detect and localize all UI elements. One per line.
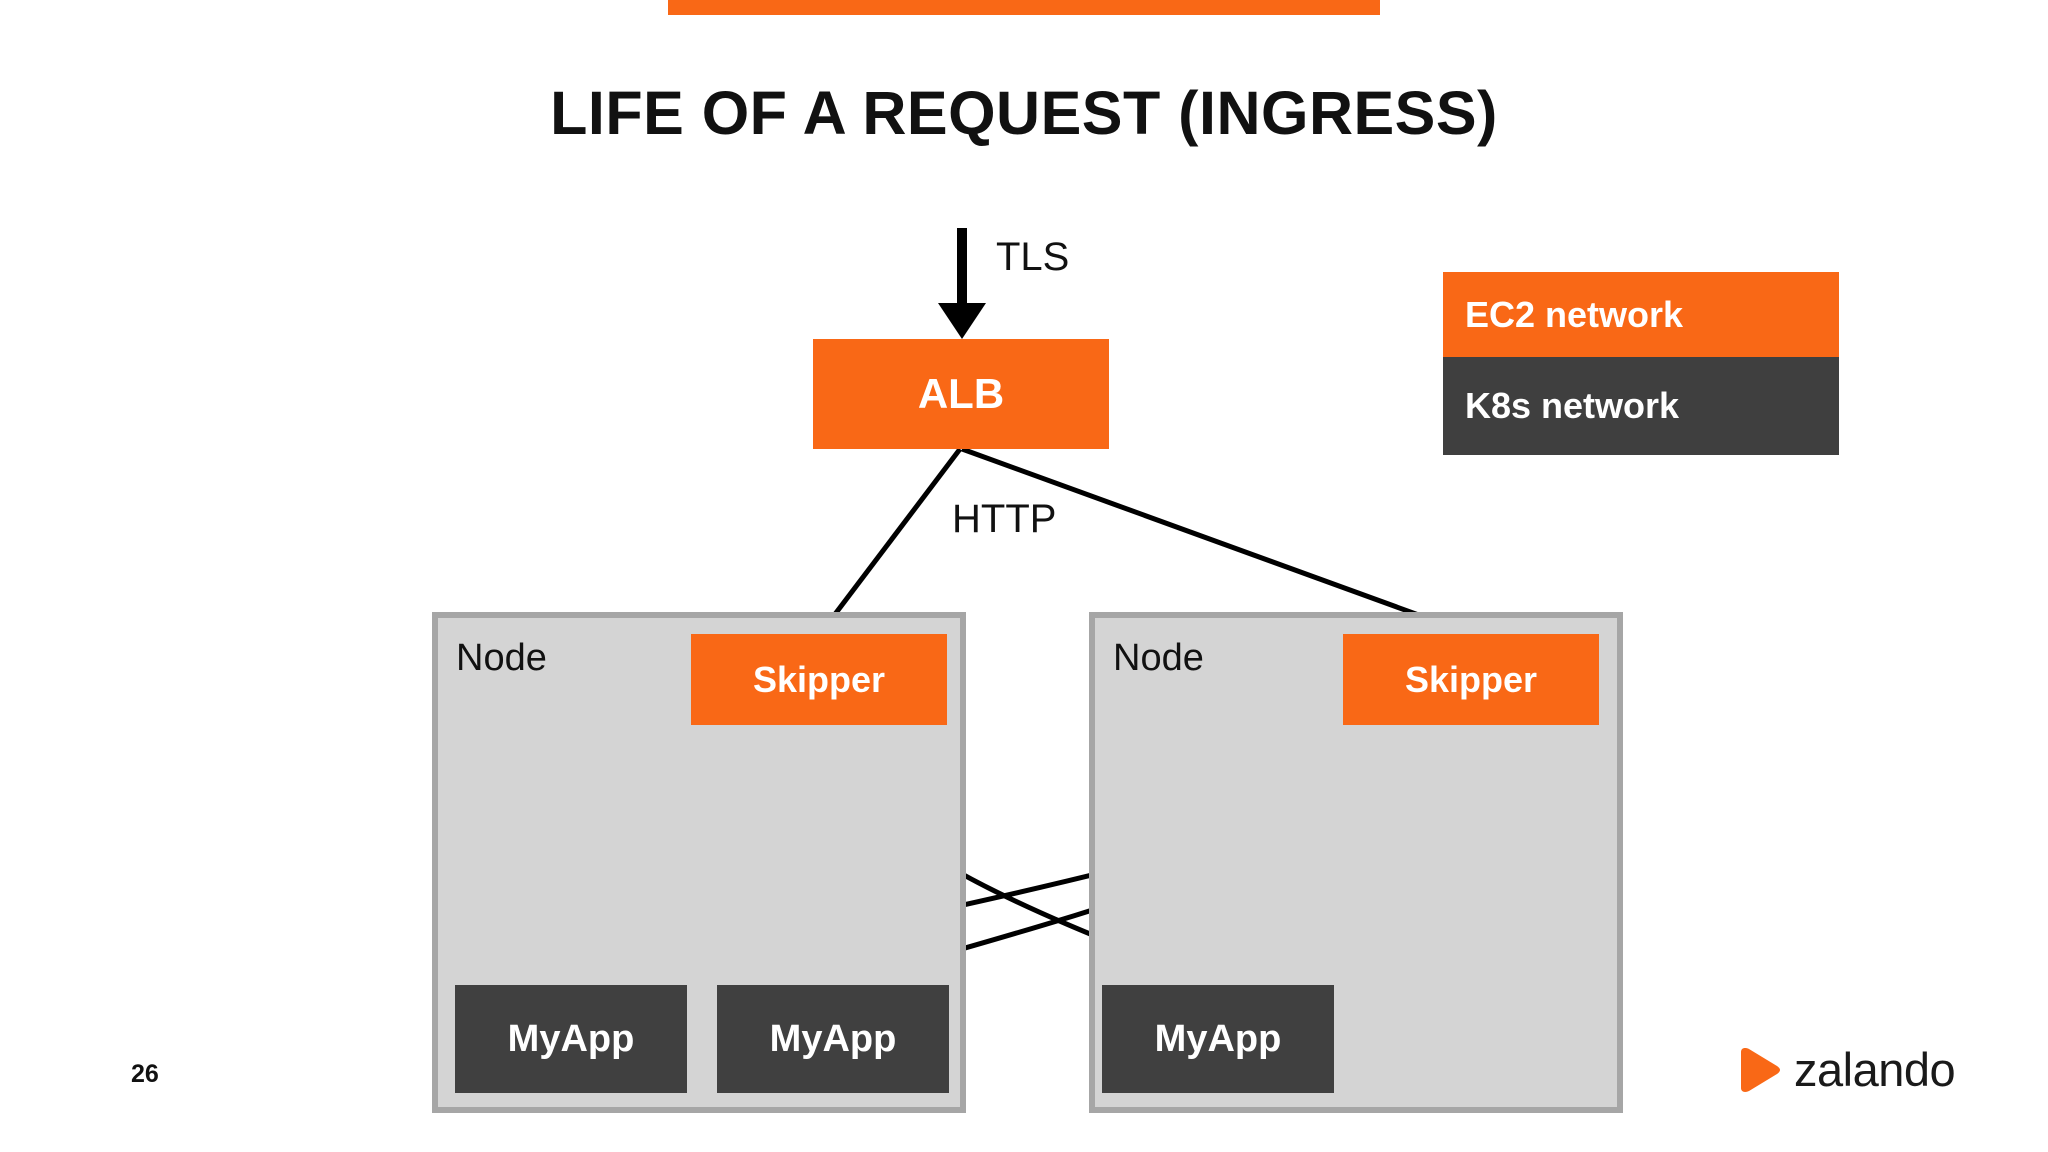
zalando-logo: zalando [1737, 1043, 1956, 1096]
myapp-box-1: MyApp [455, 985, 687, 1093]
legend-item-ec2-network: EC2 network [1443, 272, 1839, 357]
top-accent-bar [668, 0, 1380, 15]
node-label-left: Node [456, 637, 547, 679]
zalando-wordmark: zalando [1794, 1043, 1956, 1096]
http-edge-label: HTTP [952, 497, 1057, 541]
node-label-right: Node [1113, 637, 1204, 679]
skipper-box-left: Skipper [691, 634, 947, 725]
tls-edge-label: TLS [996, 235, 1070, 279]
page-title: LIFE OF A REQUEST (INGRESS) [550, 79, 1498, 147]
skipper-label-right: Skipper [1404, 658, 1538, 700]
legend-k8s-label: K8s network [1465, 385, 1680, 426]
network-legend: EC2 network K8s network [1443, 272, 1839, 455]
myapp-box-3: MyApp [1102, 985, 1334, 1093]
tls-arrow [938, 228, 986, 339]
myapp-label-1: MyApp [507, 1017, 635, 1060]
legend-item-k8s-network: K8s network [1443, 357, 1839, 455]
skipper-box-right: Skipper [1343, 634, 1599, 725]
zalando-play-triangle-icon [1741, 1047, 1780, 1092]
myapp-label-2: MyApp [769, 1017, 897, 1060]
legend-ec2-label: EC2 network [1465, 293, 1684, 335]
page-number: 26 [131, 1060, 159, 1088]
myapp-box-2: MyApp [717, 985, 949, 1093]
myapp-label-3: MyApp [1154, 1017, 1282, 1060]
alb-box: ALB [813, 339, 1109, 449]
skipper-label-left: Skipper [752, 658, 886, 700]
edge-alb-to-skipper-left [818, 447, 962, 636]
alb-label: ALB [917, 370, 1005, 417]
